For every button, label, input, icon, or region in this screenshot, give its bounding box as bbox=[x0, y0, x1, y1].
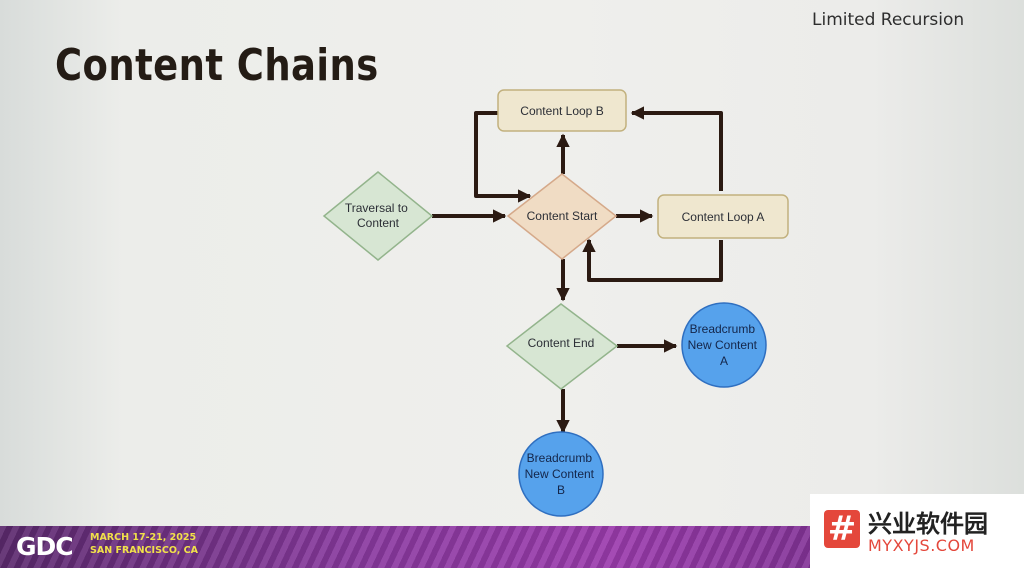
breadcrumb-b-line-3: B bbox=[557, 483, 565, 497]
traversal-label-line-2: Content bbox=[357, 216, 400, 230]
traversal-label-line-1: Traversal to bbox=[345, 201, 408, 215]
content-end-label: Content End bbox=[528, 336, 595, 350]
node-content-loop-b: Content Loop B bbox=[497, 89, 627, 132]
watermark-site-url: MYXYJS.COM bbox=[868, 536, 975, 555]
svg-text:Breadcrumb New Content: Breadcrumb New Content A bbox=[688, 322, 761, 368]
breadcrumb-a-line-3: A bbox=[720, 354, 728, 368]
node-breadcrumb-new-content-a: Breadcrumb New Content A bbox=[681, 302, 767, 388]
node-content-start: Content Start bbox=[506, 173, 618, 260]
breadcrumb-a-line-2: New Content bbox=[688, 338, 758, 352]
content-start-label: Content Start bbox=[527, 209, 598, 223]
node-content-end: Content End bbox=[505, 303, 619, 390]
site-watermark: # 兴业软件园 MYXYJS.COM bbox=[810, 494, 1024, 568]
svg-text:Content End: Content End bbox=[528, 336, 595, 350]
breadcrumb-b-line-2: New Content bbox=[525, 467, 595, 481]
gdc-logo: GDC bbox=[16, 532, 74, 561]
event-dates: MARCH 17-21, 2025 bbox=[90, 532, 197, 543]
svg-text:Traversal to Content: Traversal to Content bbox=[345, 201, 411, 230]
flowchart-diagram: Content Loop B Traversal to Content Cont… bbox=[322, 89, 789, 517]
svg-text:Content Loop A: Content Loop A bbox=[682, 210, 765, 224]
content-loop-a-label: Content Loop A bbox=[682, 210, 765, 224]
slide-section-tag: Limited Recursion bbox=[812, 10, 965, 30]
content-loop-b-label: Content Loop B bbox=[520, 104, 603, 118]
svg-text:Breadcrumb New Content: Breadcrumb New Content B bbox=[525, 451, 598, 497]
slide-title: Content Chains bbox=[55, 40, 379, 91]
svg-text:Content Loop B: Content Loop B bbox=[520, 104, 603, 118]
watermark-site-name: 兴业软件园 bbox=[868, 510, 988, 538]
edge-loop-a-to-loop-b bbox=[630, 106, 723, 191]
node-breadcrumb-new-content-b: Breadcrumb New Content B bbox=[518, 431, 604, 517]
watermark-hash-icon: # bbox=[824, 510, 860, 548]
edge-loop-a-back-to-start bbox=[582, 238, 723, 282]
node-content-loop-a: Content Loop A bbox=[657, 194, 789, 239]
svg-text:Content Start: Content Start bbox=[527, 209, 598, 223]
edge-loop-b-back-to-start bbox=[474, 111, 532, 203]
breadcrumb-b-line-1: Breadcrumb bbox=[527, 451, 593, 465]
event-location: SAN FRANCISCO, CA bbox=[90, 545, 198, 556]
node-traversal-to-content: Traversal to Content bbox=[322, 171, 434, 261]
breadcrumb-a-line-1: Breadcrumb bbox=[690, 322, 756, 336]
